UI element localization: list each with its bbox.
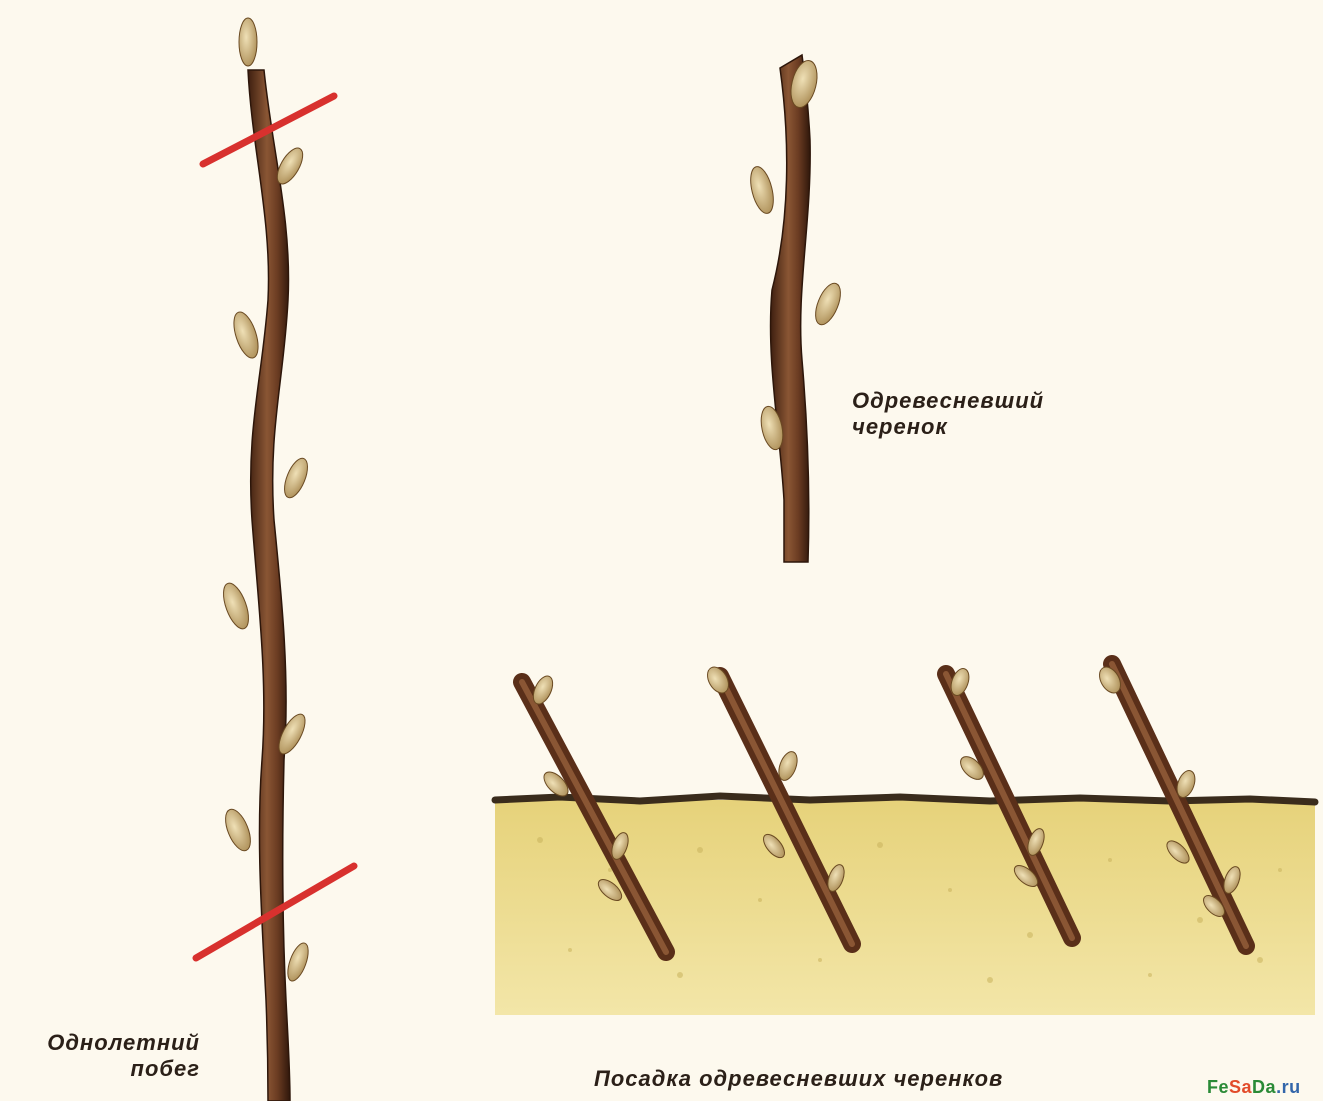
watermark-part: .ru [1276,1077,1301,1097]
watermark-part: Fe [1207,1077,1229,1097]
woody-cutting-caption-line-1: Одревесневший [852,388,1044,414]
site-watermark: FeSaDa.ru [1207,1077,1301,1098]
annual-shoot-caption-line-1: Однолетний [14,1030,200,1056]
planting-caption: Посадка одревесневших черенков [594,1066,1003,1092]
watermark-part: Sa [1229,1077,1252,1097]
woody-cutting [746,55,845,562]
annual-shoot-caption: Однолетний побег [14,1030,200,1082]
watermark-part: Da [1252,1077,1276,1097]
woody-cutting-caption-line-2: черенок [852,414,1044,440]
annual-shoot-caption-line-2: побег [14,1056,200,1082]
woody-cutting-caption: Одревесневший черенок [852,388,1044,440]
annual-shoot [196,18,354,1101]
